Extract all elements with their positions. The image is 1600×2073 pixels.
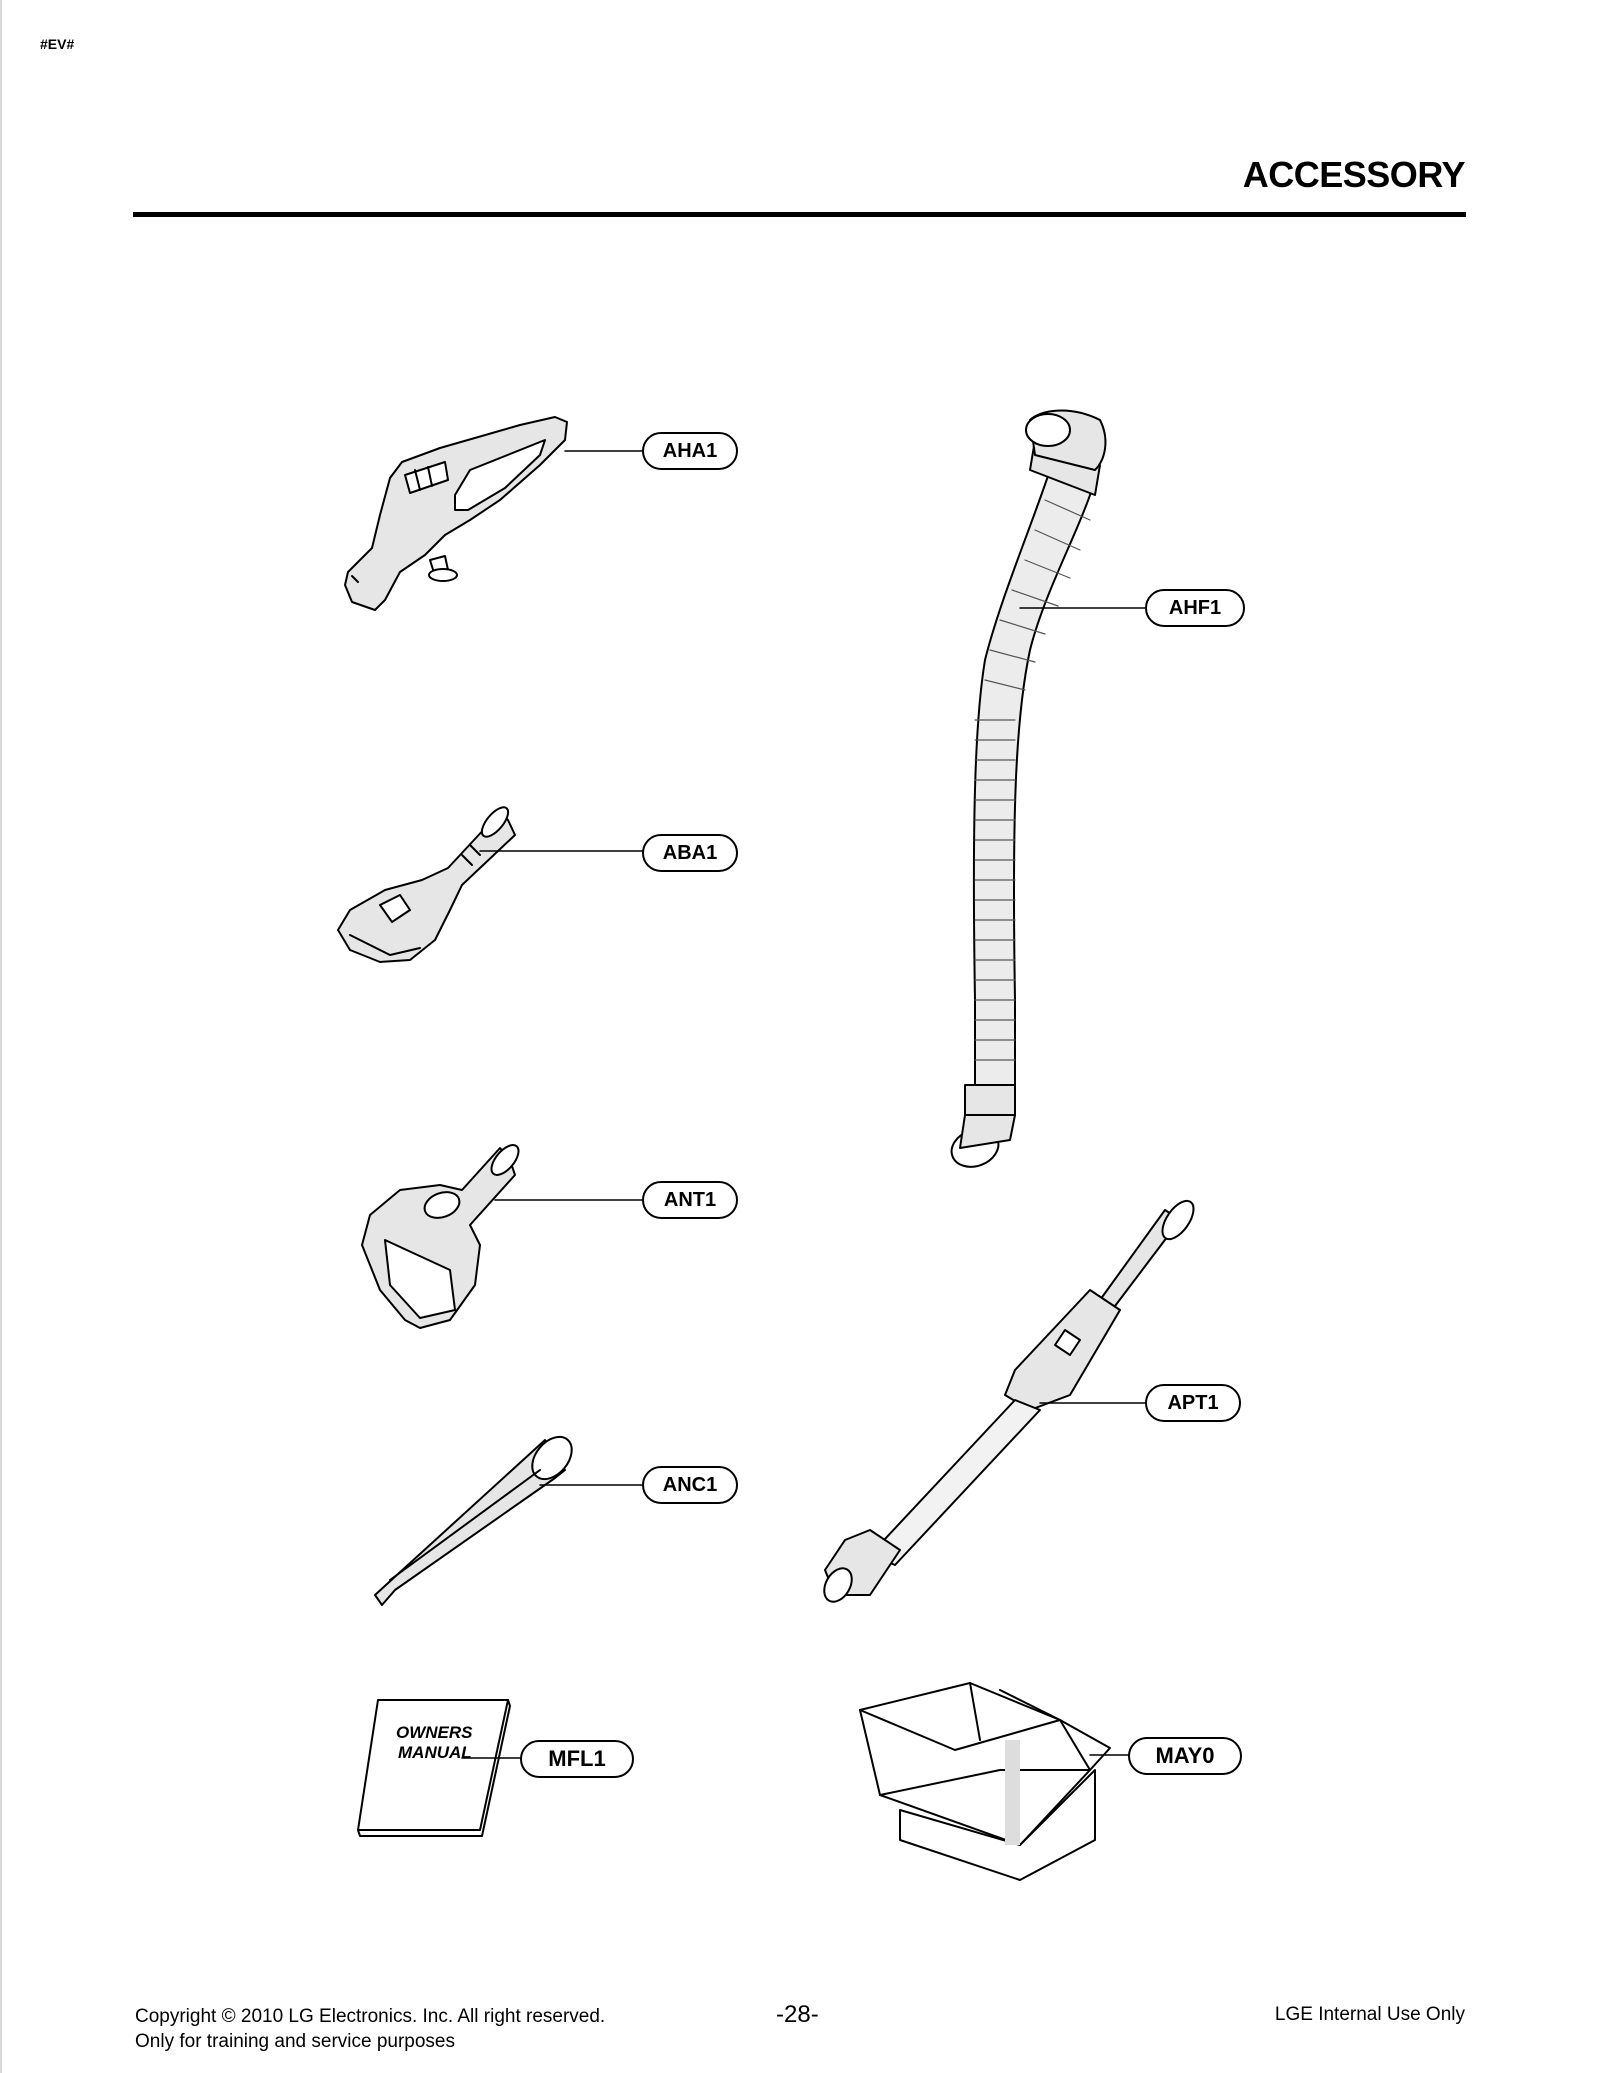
page-edge	[0, 0, 2, 2073]
document-code: #EV#	[40, 36, 75, 52]
manual-cover-line-1: OWNERS	[396, 1723, 473, 1742]
part-label-aba1: ABA1	[642, 834, 738, 872]
leader-lines	[461, 450, 1146, 1759]
hose-ribs	[974, 499, 1091, 1061]
hose-handle-drawing	[344, 416, 568, 611]
manual-cover-line-2: MANUAL	[398, 1743, 472, 1762]
flexible-hose-drawing	[950, 409, 1107, 1168]
dusting-brush-drawing	[337, 806, 516, 963]
turbo-nozzle-drawing	[361, 1144, 520, 1329]
part-label-ahf1: AHF1	[1145, 589, 1245, 627]
part-label-mfl1: MFL1	[520, 1740, 634, 1778]
training-note: Only for training and service purposes	[135, 2031, 455, 2052]
crevice-tool-drawing	[374, 1435, 573, 1606]
internal-use-note: LGE Internal Use Only	[1274, 2004, 1465, 2025]
owners-manual-drawing	[357, 1699, 511, 1837]
title-divider	[133, 212, 1466, 217]
footer-left: Copyright © 2010 LG Electronics. Inc. Al…	[135, 2004, 605, 2054]
carton-box-drawing	[859, 1682, 1111, 1881]
page-title: ACCESSORY	[1242, 154, 1466, 195]
part-label-anc1: ANC1	[642, 1466, 738, 1504]
page-number: -28-	[776, 2001, 819, 2028]
part-label-aha1: AHA1	[642, 432, 738, 470]
copyright-text: Copyright © 2010 LG Electronics. Inc. Al…	[135, 2006, 606, 2027]
part-label-apt1: APT1	[1145, 1384, 1241, 1422]
part-label-ant1: ANT1	[642, 1181, 738, 1219]
telescopic-pipe-drawing	[823, 1199, 1195, 1603]
part-label-may0: MAY0	[1128, 1737, 1242, 1775]
